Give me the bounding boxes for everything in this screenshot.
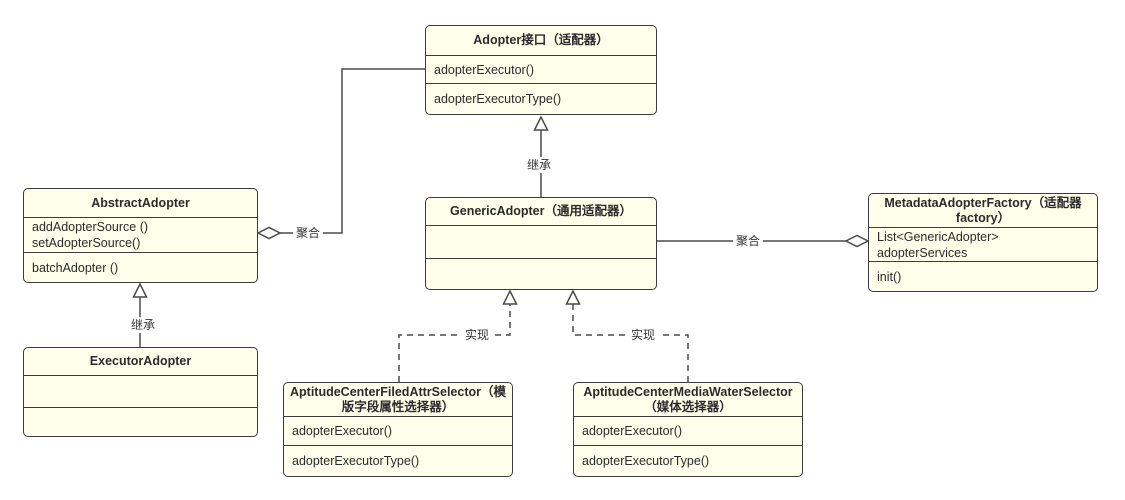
class-method-row: adopterExecutorType() [426, 84, 656, 114]
aggregation-diamond-icon [256, 226, 282, 240]
method-label: adopterExecutor() [434, 62, 535, 77]
class-aptitude-center-filed-attr-selector: AptitudeCenterFiledAttrSelector（模版字段属性选择… [283, 382, 513, 477]
class-adopter-interface: Adopter接口（适配器） adopterExecutor() adopter… [425, 25, 657, 115]
class-title: ExecutorAdopter [24, 348, 257, 376]
class-title: AptitudeCenterFiledAttrSelector（模版字段属性选择… [284, 383, 512, 417]
edge-label-aggregate: 聚合 [292, 225, 324, 241]
class-executor-adopter: ExecutorAdopter [23, 347, 258, 437]
inheritance-triangle-icon [132, 282, 148, 298]
class-method-row: adopterExecutorType() [574, 446, 802, 476]
edge-label-inherit: 继承 [523, 157, 555, 173]
method-label: adopterExecutor() [292, 424, 393, 438]
class-attribute-row: List<GenericAdopter> adopterServices [869, 228, 1097, 262]
edge-label-realize: 实现 [627, 327, 659, 343]
class-method-row-empty [24, 408, 257, 436]
method-label: adopterExecutor() [582, 424, 683, 438]
realization-line-filed-to-generic [398, 304, 511, 382]
edge-label-aggregate: 聚合 [732, 233, 764, 249]
aggregation-diamond-icon [844, 234, 870, 248]
aggregation-line-abstract-to-interface [280, 68, 425, 234]
class-metadata-adopter-factory: MetadataAdopterFactory（适配器factory） List<… [868, 193, 1098, 292]
class-method-row-empty [426, 259, 656, 289]
edge-label-realize: 实现 [461, 327, 493, 343]
attribute-label: List<GenericAdopter> adopterServices [877, 229, 999, 260]
realization-triangle-icon [565, 289, 581, 305]
class-title: AptitudeCenterMediaWaterSelector（媒体选择器） [574, 383, 802, 417]
class-method-row: adopterExecutorType() [284, 446, 512, 476]
class-aptitude-center-media-water-selector: AptitudeCenterMediaWaterSelector（媒体选择器） … [573, 382, 803, 477]
class-attribute-row: addAdopterSource () setAdopterSource() [24, 218, 257, 253]
edge-label-inherit: 继承 [127, 317, 159, 333]
method-label: adopterExecutorType() [434, 92, 562, 106]
realization-line-media-to-generic [572, 304, 689, 382]
class-title: MetadataAdopterFactory（适配器factory） [869, 194, 1097, 228]
class-method-row: adopterExecutor() [574, 417, 802, 446]
class-method-row: adopterExecutor() [284, 417, 512, 446]
class-attribute-row-empty [426, 226, 656, 259]
inheritance-triangle-icon [533, 115, 549, 131]
method-label: init() [877, 269, 902, 284]
method-label: addAdopterSource () [32, 220, 149, 234]
method-label: batchAdopter () [32, 260, 119, 275]
class-generic-adopter: GenericAdopter（通用适配器） [425, 197, 657, 290]
class-title: GenericAdopter（通用适配器） [426, 198, 656, 226]
class-attribute-row-empty [24, 376, 257, 408]
method-label: setAdopterSource() [32, 236, 141, 250]
method-label: adopterExecutorType() [292, 454, 420, 468]
class-title: Adopter接口（适配器） [426, 26, 656, 56]
class-title: AbstractAdopter [24, 189, 257, 218]
class-method-row: init() [869, 262, 1097, 291]
class-method-row: batchAdopter () [24, 253, 257, 282]
realization-triangle-icon [502, 289, 518, 305]
method-label: adopterExecutorType() [582, 454, 710, 468]
class-abstract-adopter: AbstractAdopter addAdopterSource () setA… [23, 188, 258, 283]
class-method-row: adopterExecutor() [426, 56, 656, 84]
